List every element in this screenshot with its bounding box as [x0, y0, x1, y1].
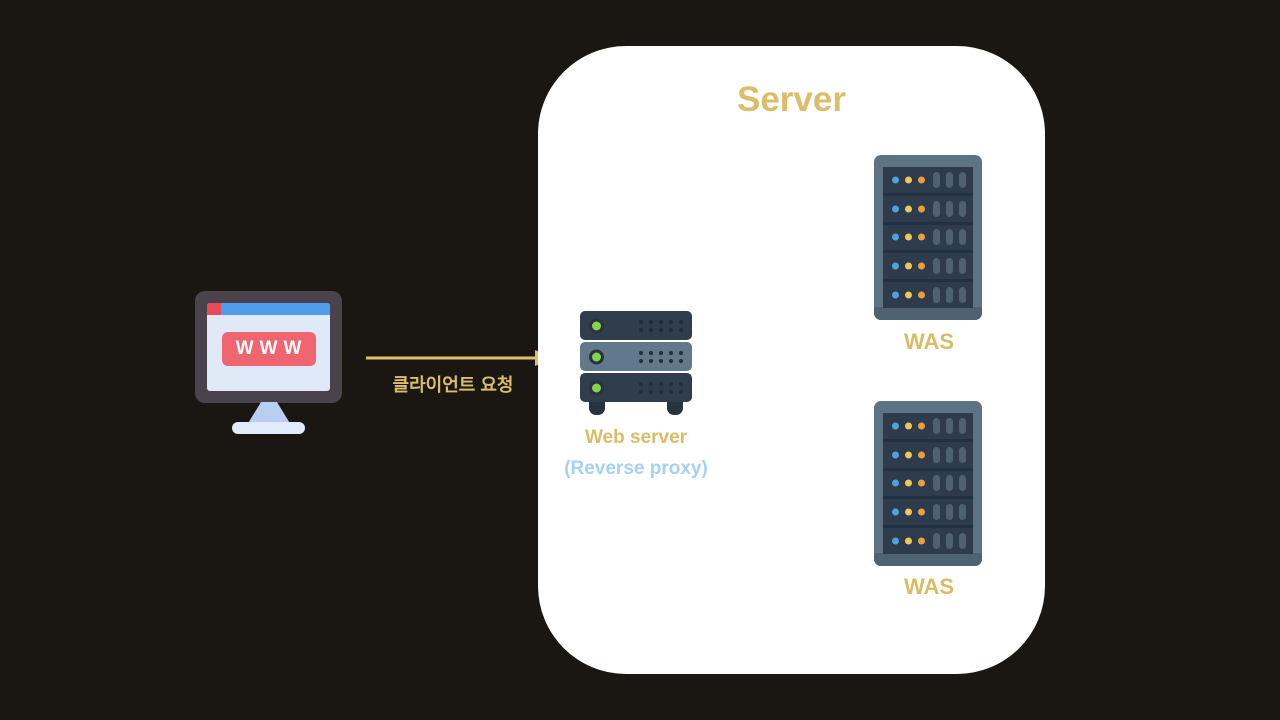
monitor-stand-neck: [247, 402, 291, 425]
server-unit: [580, 342, 692, 371]
client-request-label: 클라이언트 요청: [392, 375, 514, 395]
was-bottom-label: WAS: [903, 574, 955, 599]
vent-dots: [639, 381, 683, 394]
computer-monitor-icon: WWW: [195, 291, 342, 403]
browser-bar: [207, 303, 330, 315]
web-server-label: Web server: [584, 427, 688, 448]
rack-slots: [883, 167, 973, 308]
reverse-proxy-label: (Reverse proxy): [564, 458, 708, 479]
rack-base: [874, 307, 982, 320]
monitor-screen: WWW: [207, 303, 330, 391]
monitor-stand-base: [232, 422, 305, 434]
www-badge: WWW: [221, 332, 316, 366]
server-foot: [589, 402, 605, 415]
server-stack-icon: [580, 311, 692, 415]
rack-base: [874, 553, 982, 566]
rack-slots: [883, 413, 973, 554]
server-unit: [580, 311, 692, 340]
led-indicator-icon: [589, 349, 604, 364]
server-unit: [580, 373, 692, 402]
was-top-label: WAS: [903, 329, 955, 354]
server-rack-icon: [874, 155, 982, 320]
vent-dots: [639, 350, 683, 363]
led-indicator-icon: [589, 380, 604, 395]
vent-dots: [639, 319, 683, 332]
server-group-title: Server: [737, 80, 846, 119]
led-indicator-icon: [589, 318, 604, 333]
browser-bar-red-accent: [207, 303, 221, 315]
server-foot: [667, 402, 683, 415]
server-rack-icon: [874, 401, 982, 566]
